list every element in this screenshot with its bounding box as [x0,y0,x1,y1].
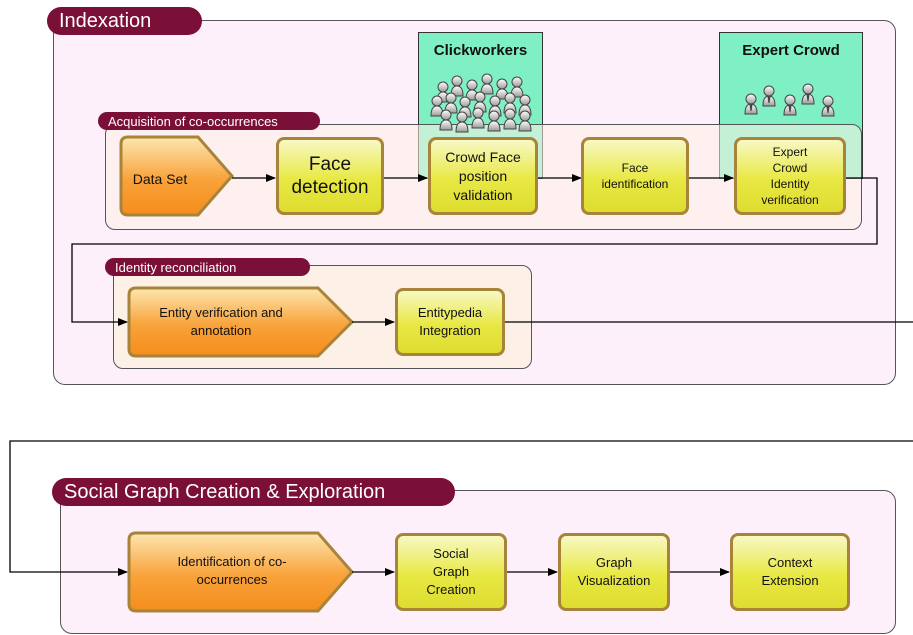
data-set-node [119,135,234,217]
entity-verification-label-1: Entity verification and [159,305,283,320]
expert-verification-label-1: Expert [772,145,808,159]
data-set-label: Data Set [133,171,188,187]
graph-creation-label-3: Creation [426,582,476,597]
acquisition-title: Acquisition of co-occurrences [108,113,278,129]
clickworkers-people-icon [430,73,532,133]
crowd-face-box: Crowd Face position validation [428,137,538,215]
connectors [9,174,913,576]
context-extension-label-1: Context [767,555,813,570]
expert-verification-label-2: Crowd [772,161,808,175]
entitypedia-label-1: Entitypedia [417,305,483,320]
acquisition-tag: Acquisition of co-occurrences [98,112,320,130]
graph-visualization-label-1: Graph [595,555,633,570]
identification-label-1: Identification of co- [177,554,286,569]
identification-label-2: occurrences [197,572,268,587]
face-identification-label-1: Face [621,161,649,175]
social-tag: Social Graph Creation & Exploration [52,478,455,506]
crowd-face-label-1: Crowd Face [445,148,521,165]
identification-node [127,531,354,613]
expert-verification-label-4: verification [761,193,819,207]
expert-verification-label-3: Identity [770,177,810,191]
expert-people-icon [744,83,835,117]
graph-creation-label-1: Social [433,546,469,561]
clickworkers-title: Clickworkers [433,42,528,59]
entitypedia-label-2: Integration [419,323,481,338]
social-title: Social Graph Creation & Exploration [64,480,386,503]
indexation-title: Indexation [59,9,152,32]
line-into-social [9,440,913,576]
graph-creation-label-2: Graph [432,564,470,579]
crowd-face-label-3: validation [453,186,513,203]
indexation-tag: Indexation [47,7,202,35]
reconciliation-tag: Identity reconciliation [105,258,310,276]
entity-verification-label-2: annotation [191,323,252,338]
face-identification-label-2: identification [601,177,669,191]
reconciliation-title: Identity reconciliation [115,259,237,275]
face-detection-label-1: Face [308,154,352,175]
graph-visualization-label-2: Visualization [577,573,651,588]
crowd-face-label-2: position [458,167,508,184]
entity-verification-node [127,286,355,358]
line-expert-to-reconciliation [71,177,878,326]
face-detection-label-2: detection [291,177,369,198]
context-extension-label-2: Extension [761,573,819,588]
face-identification-box: Face identification [581,137,689,215]
expert-crowd-title: Expert Crowd [742,42,840,59]
